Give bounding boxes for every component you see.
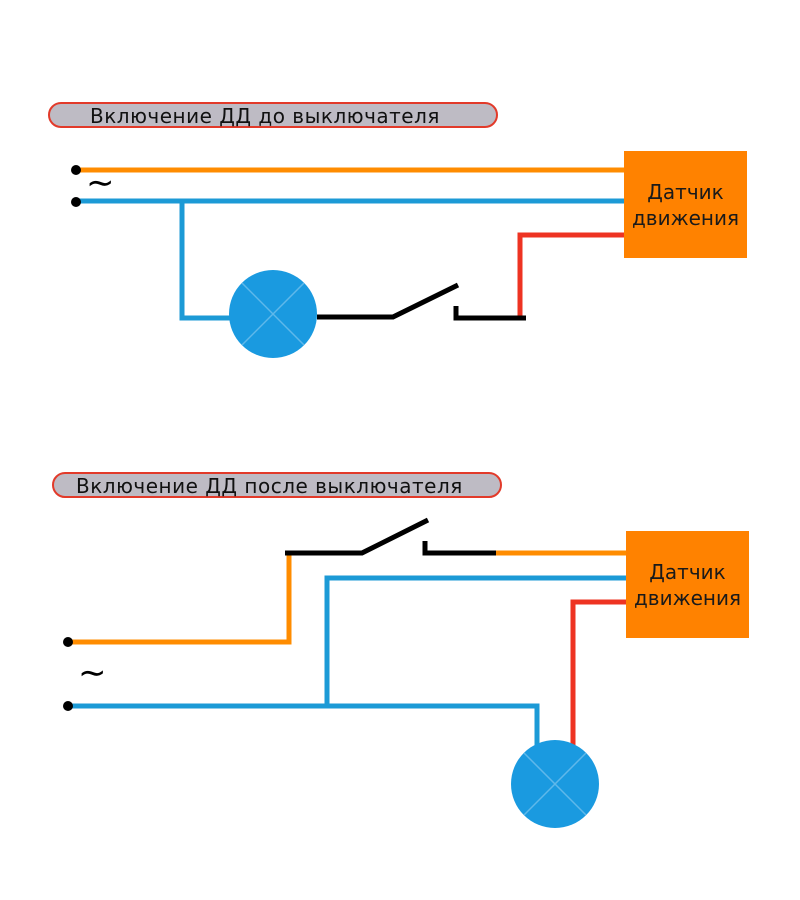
lamp-icon bbox=[229, 270, 317, 358]
sensor-label-line1: Датчик bbox=[649, 559, 726, 584]
terminal-dot-neutral bbox=[63, 701, 73, 711]
ac-symbol-icon: ∼ bbox=[78, 653, 107, 693]
terminal-dot-neutral bbox=[71, 197, 81, 207]
switch-icon bbox=[317, 282, 526, 321]
sensor-label-line2: движения bbox=[631, 205, 740, 230]
load-wire bbox=[570, 599, 626, 745]
lamp-icon bbox=[511, 740, 599, 828]
sensor-label-line1: Датчик bbox=[647, 179, 724, 204]
diagram-1-title: Включение ДД до выключателя bbox=[48, 102, 498, 128]
neutral-wire bbox=[68, 703, 540, 745]
terminal-dot-phase bbox=[63, 637, 73, 647]
terminal-dot-phase bbox=[71, 165, 81, 175]
ac-symbol-icon: ∼ bbox=[86, 163, 115, 203]
diagram-2 bbox=[63, 517, 626, 828]
sensor-label-line2: движения bbox=[633, 585, 742, 610]
motion-sensor-box: Датчик движения bbox=[624, 151, 747, 258]
neutral-to-lamp-wire bbox=[179, 201, 232, 321]
neutral-to-sensor-wire bbox=[324, 575, 626, 706]
load-wire bbox=[498, 232, 624, 321]
switch-icon bbox=[285, 517, 496, 556]
phase-wire bbox=[68, 553, 292, 645]
motion-sensor-box: Датчик движения bbox=[626, 531, 749, 638]
diagram-2-title: Включение ДД после выключателя bbox=[52, 472, 502, 498]
diagram-1 bbox=[71, 165, 624, 358]
